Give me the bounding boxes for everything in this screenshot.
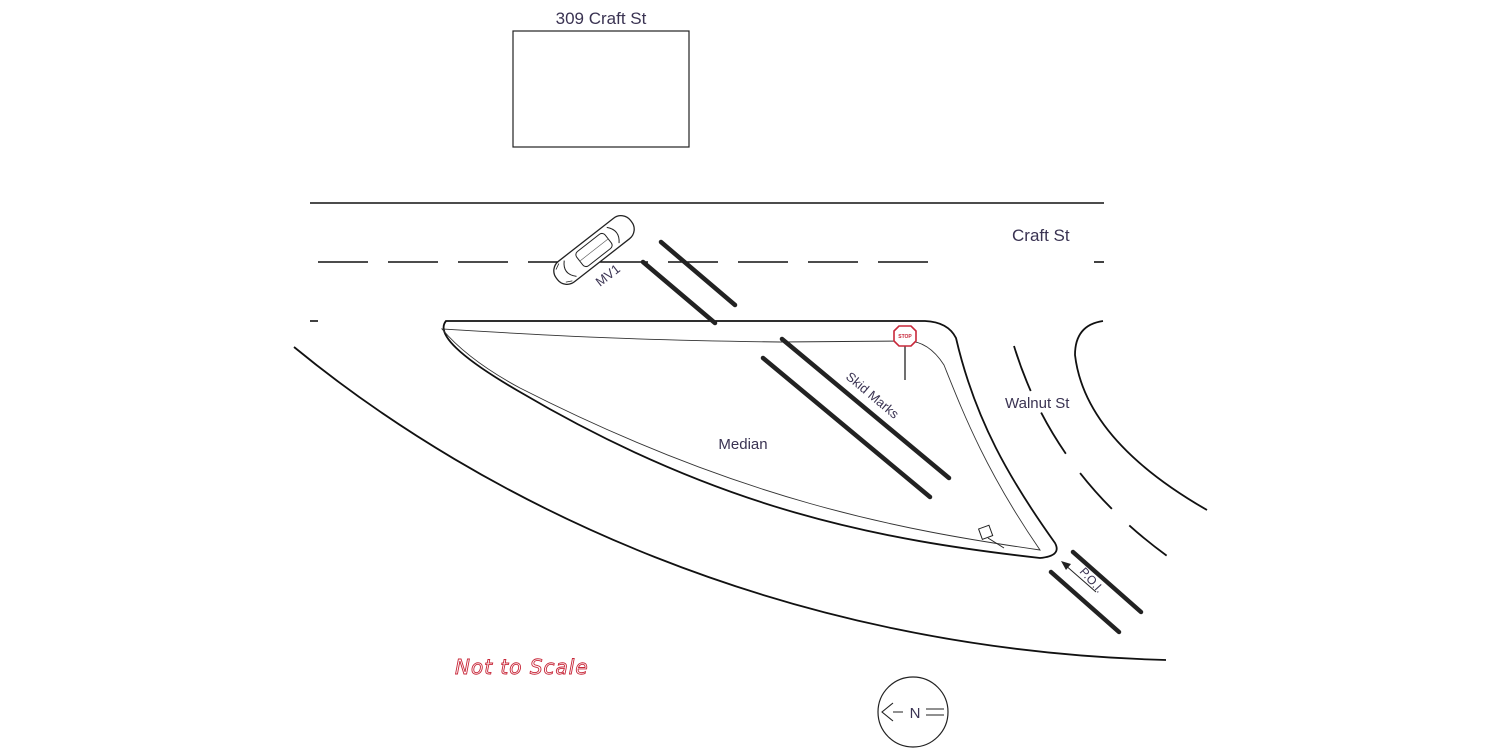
- skid-mark-mv1-2: [640, 259, 718, 326]
- median-tip-object: [977, 524, 1005, 549]
- vehicle-mv1-label: MV1: [593, 261, 623, 289]
- outer-road-edge: [293, 346, 1167, 661]
- skid-mark-median-2: [760, 355, 933, 500]
- skid-mark-poi-2: [1048, 569, 1122, 635]
- skid-mark-mv1-1: [658, 239, 738, 308]
- compass-arrowhead-icon: [881, 702, 894, 722]
- walnut-st-label: Walnut St: [1005, 395, 1070, 412]
- skid-mark-median-1: [779, 336, 952, 481]
- walnut-st-west-lane-line: [1013, 345, 1181, 566]
- median-outer-outline: [442, 320, 1058, 559]
- stop-sign-text: STOP: [898, 334, 912, 340]
- vehicle-mv1: [553, 215, 635, 285]
- median-inner-outline: [440, 328, 1041, 551]
- poi-label: P.O.I.: [1077, 565, 1107, 596]
- craft-st-label: Craft St: [1012, 226, 1070, 245]
- building-label: 309 Craft St: [556, 9, 647, 28]
- not-to-scale-note: Not to Scale: [455, 655, 589, 679]
- walnut-st-east-edge: [1074, 320, 1208, 511]
- poi-arrow: [1061, 561, 1097, 593]
- skid-mark-poi-1: [1070, 549, 1144, 615]
- median-label: Median: [718, 436, 767, 453]
- compass-letter: N: [910, 705, 921, 722]
- north-arrow-compass: N: [877, 676, 949, 748]
- building-309-craft-st: [512, 30, 690, 148]
- stop-sign: STOP: [893, 325, 917, 380]
